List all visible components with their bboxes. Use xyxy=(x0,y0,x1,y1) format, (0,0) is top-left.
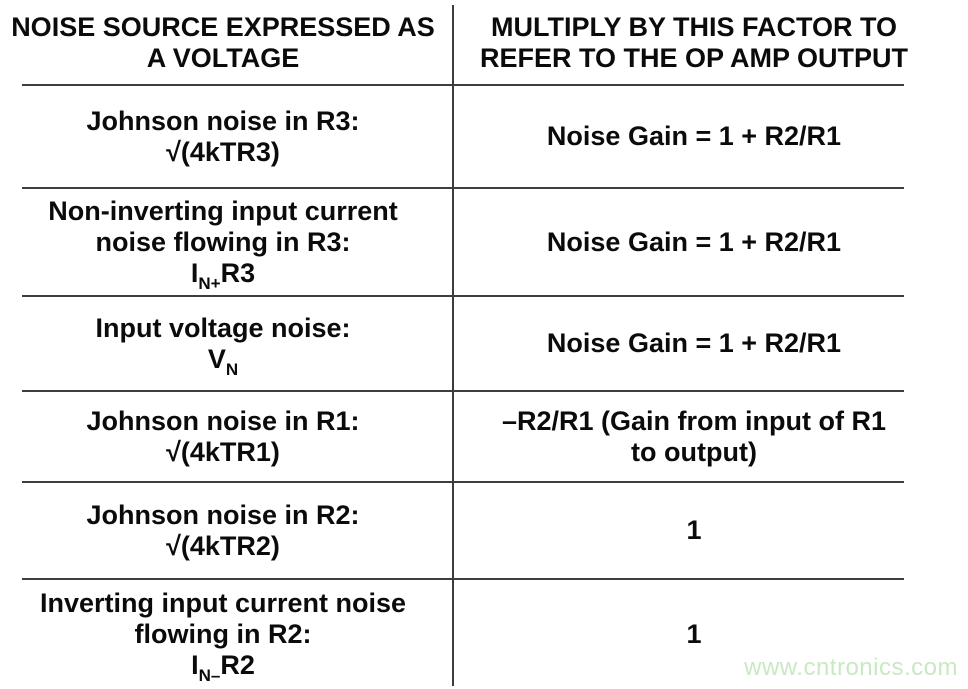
table-row: Input voltage noise: VN Noise Gain = 1 +… xyxy=(0,296,968,391)
formula-line: IN–R2 xyxy=(191,649,255,684)
noise-source-cell: Johnson noise in R2: √(4kTR2) xyxy=(0,482,446,579)
cell-text-line: flowing in R2: xyxy=(134,618,312,649)
header-text-line: NOISE SOURCE EXPRESSED AS xyxy=(11,11,435,42)
table-row: Johnson noise in R3: √(4kTR3) Noise Gain… xyxy=(0,85,968,188)
factor-cell: –R2/R1 (Gain from input of R1 to output) xyxy=(446,391,968,482)
row-divider-line xyxy=(22,295,904,297)
column-header-noise-source: NOISE SOURCE EXPRESSED AS A VOLTAGE xyxy=(0,0,446,85)
cell-text-line: Noise Gain = 1 + R2/R1 xyxy=(546,226,842,257)
formula-base: V xyxy=(207,343,226,374)
header-text-line: A VOLTAGE xyxy=(146,42,300,73)
column-divider-line xyxy=(452,5,454,686)
row-divider-line xyxy=(22,390,904,392)
noise-source-cell: Johnson noise in R1: √(4kTR1) xyxy=(0,391,446,482)
noise-source-cell: Non-inverting input current noise flowin… xyxy=(0,188,446,296)
noise-source-cell: Johnson noise in R3: √(4kTR3) xyxy=(0,85,446,188)
cell-text-line: Non-inverting input current xyxy=(48,195,398,226)
cell-text-line: –R2/R1 (Gain from input of R1 xyxy=(501,405,887,436)
cell-text-line: √(4kTR1) xyxy=(166,436,280,467)
cell-text-line: √(4kTR3) xyxy=(166,136,280,167)
cell-text-line: noise flowing in R3: xyxy=(95,226,351,257)
factor-cell: Noise Gain = 1 + R2/R1 xyxy=(446,296,968,391)
formula-subscript: N– xyxy=(198,665,221,685)
cell-text-line: Noise Gain = 1 + R2/R1 xyxy=(546,121,842,151)
cell-text-line: to output) xyxy=(631,436,757,467)
column-header-multiply-factor: MULTIPLY BY THIS FACTOR TO REFER TO THE … xyxy=(446,0,968,85)
watermark-text: www.cntronics.com xyxy=(744,654,958,681)
cell-text-line: Johnson noise in R1: xyxy=(86,405,360,436)
cell-text-line: 1 xyxy=(686,515,702,545)
formula-rest: R3 xyxy=(220,257,256,288)
table-row: Johnson noise in R1: √(4kTR1) –R2/R1 (Ga… xyxy=(0,391,968,482)
row-divider-line xyxy=(22,187,904,189)
table-row: Johnson noise in R2: √(4kTR2) 1 xyxy=(0,482,968,579)
table-row: Non-inverting input current noise flowin… xyxy=(0,188,968,296)
noise-source-cell: Input voltage noise: VN xyxy=(0,296,446,391)
cell-text-line: Inverting input current noise xyxy=(39,587,407,618)
cell-text-line: √(4kTR2) xyxy=(166,530,280,561)
cell-text-line: 1 xyxy=(686,618,702,649)
table-header-row: NOISE SOURCE EXPRESSED AS A VOLTAGE MULT… xyxy=(0,0,968,85)
formula-base: I xyxy=(191,649,199,680)
row-divider-line xyxy=(22,578,904,580)
cell-text-line: Input voltage noise: xyxy=(95,312,351,343)
factor-cell: Noise Gain = 1 + R2/R1 xyxy=(446,188,968,296)
factor-cell: Noise Gain = 1 + R2/R1 xyxy=(446,85,968,188)
formula-line: VN xyxy=(207,343,238,378)
factor-cell: 1 xyxy=(446,579,968,689)
header-text-line: REFER TO THE OP AMP OUTPUT xyxy=(479,42,909,73)
formula-base: I xyxy=(190,257,199,288)
formula-line: IN+R3 xyxy=(190,257,256,292)
formula-subscript: N xyxy=(225,359,239,379)
table-row: Inverting input current noise flowing in… xyxy=(0,579,968,689)
row-divider-line xyxy=(22,84,904,86)
factor-cell: 1 xyxy=(446,482,968,579)
header-text-line: MULTIPLY BY THIS FACTOR TO xyxy=(490,11,898,42)
formula-rest: R2 xyxy=(220,649,255,680)
cell-text-line: Johnson noise in R3: xyxy=(86,105,360,136)
cell-text-line: Johnson noise in R2: xyxy=(86,499,360,530)
noise-source-cell: Inverting input current noise flowing in… xyxy=(0,579,446,689)
row-divider-line xyxy=(22,481,904,483)
cell-text-line: Noise Gain = 1 + R2/R1 xyxy=(546,328,842,358)
formula-subscript: N+ xyxy=(198,273,221,293)
